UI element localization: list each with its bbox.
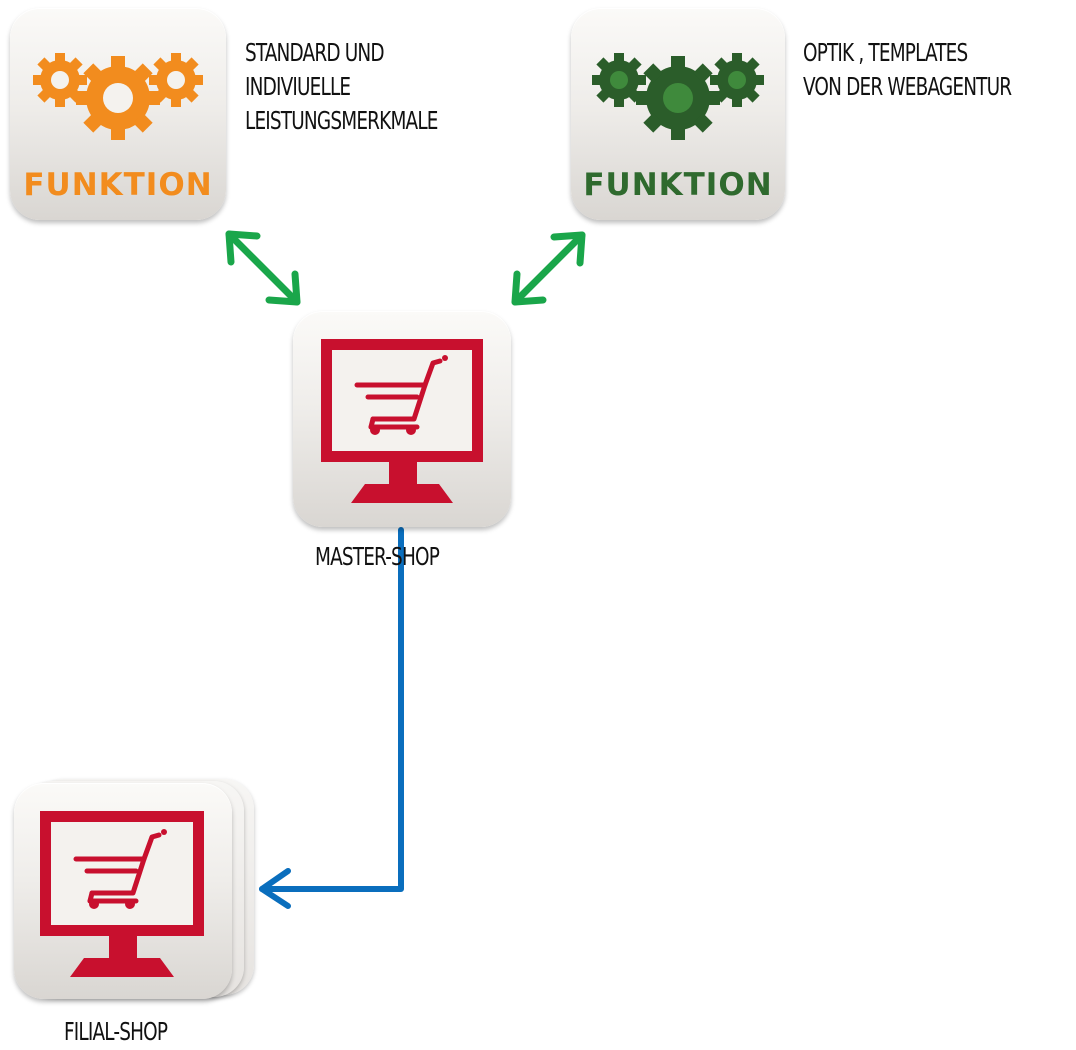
- double-arrow-optik-to-master: [511, 231, 586, 306]
- funktion-standard-tile[interactable]: FUNKTION: [10, 8, 226, 220]
- flow-arrow-master-to-filial: [259, 527, 404, 909]
- funktion-badge-label: FUNKTION: [23, 167, 213, 203]
- filial-shop-tile[interactable]: [14, 783, 232, 999]
- filial-shop-label: FILIAL-SHOP: [64, 1017, 168, 1046]
- funktion-badge-label: FUNKTION: [583, 167, 773, 203]
- gears-icon: [592, 53, 764, 140]
- funktion-optik-tile[interactable]: FUNKTION: [571, 8, 785, 220]
- funktion-optik-description: OPTIK , TEMPLATES VON DER WEBAGENTUR: [803, 36, 1012, 104]
- description-line: OPTIK , TEMPLATES: [803, 38, 968, 67]
- double-arrow-standard-to-master: [225, 230, 301, 306]
- description-line: STANDARD UND: [245, 38, 385, 67]
- master-shop-label: MASTER-SHOP: [315, 542, 440, 571]
- gears-orange: [33, 53, 203, 140]
- funktion-standard-description: STANDARD UND INDIVIUELLE LEISTUNGSMERKMA…: [245, 36, 438, 138]
- description-line: VON DER WEBAGENTUR: [803, 72, 1012, 101]
- shopping-cart-monitor-icon: [321, 339, 483, 503]
- description-line: LEISTUNGSMERKMALE: [245, 106, 438, 135]
- master-shop-tile[interactable]: [293, 311, 511, 527]
- gears-icon: [33, 53, 203, 140]
- description-line: INDIVIUELLE: [245, 72, 351, 101]
- shopping-cart-monitor-icon: [40, 811, 204, 977]
